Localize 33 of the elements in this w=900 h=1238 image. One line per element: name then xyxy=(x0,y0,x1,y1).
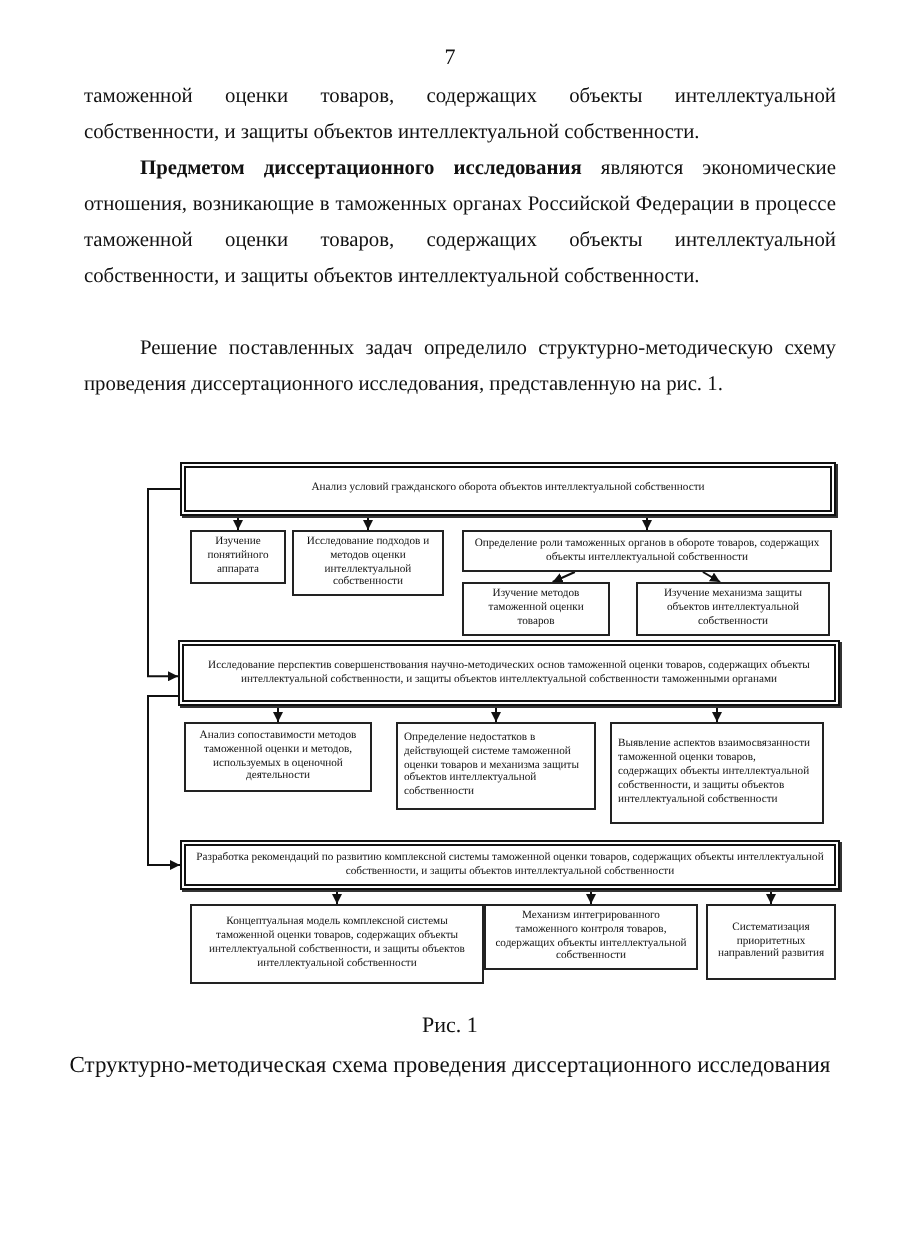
figure-caption: Структурно-методическая схема проведения диссертационного исследования xyxy=(67,1054,833,1082)
process-box xyxy=(610,722,824,824)
process-box xyxy=(178,640,840,706)
paragraph: Предметом диссертационного исследования являются экономические отношения, возникающие в таможенных органах Российской Федерации в процессе таможенной оценки товаров, содержащих объекты интеллектуальной собственности, и защиты объектов интеллектуальной собственности. xyxy=(84,156,836,292)
process-box xyxy=(184,722,372,792)
process-box xyxy=(190,904,484,984)
arrow xyxy=(586,889,596,905)
process-box xyxy=(292,530,444,596)
paragraph: таможенной оценки товаров, содержащих объекты интеллектуальной собственности, и защиты объектов интеллектуальной собственности. xyxy=(84,84,836,148)
arrow xyxy=(712,705,722,723)
process-box xyxy=(462,582,610,636)
process-box xyxy=(180,840,840,890)
process-box xyxy=(462,530,832,572)
process-box xyxy=(484,904,698,970)
arrow xyxy=(273,705,283,723)
process-box xyxy=(396,722,596,810)
process-box xyxy=(190,530,286,584)
arrow xyxy=(332,889,342,905)
arrow xyxy=(701,571,722,583)
figure-number: Рис. 1 xyxy=(420,1014,480,1041)
arrow xyxy=(766,889,776,905)
arrow xyxy=(491,705,501,723)
process-box xyxy=(636,582,830,636)
process-box xyxy=(180,462,836,516)
arrow xyxy=(147,488,181,682)
arrow xyxy=(363,515,373,531)
arrow xyxy=(233,515,243,531)
arrow xyxy=(551,571,576,583)
page-number: 7 xyxy=(442,46,458,70)
arrow xyxy=(642,515,652,531)
arrow xyxy=(147,695,181,870)
process-box xyxy=(706,904,836,980)
paragraph: Решение поставленных задач определило структурно-методическую схему проведения диссертационного исследования, представленную на рис. 1. xyxy=(84,336,836,400)
